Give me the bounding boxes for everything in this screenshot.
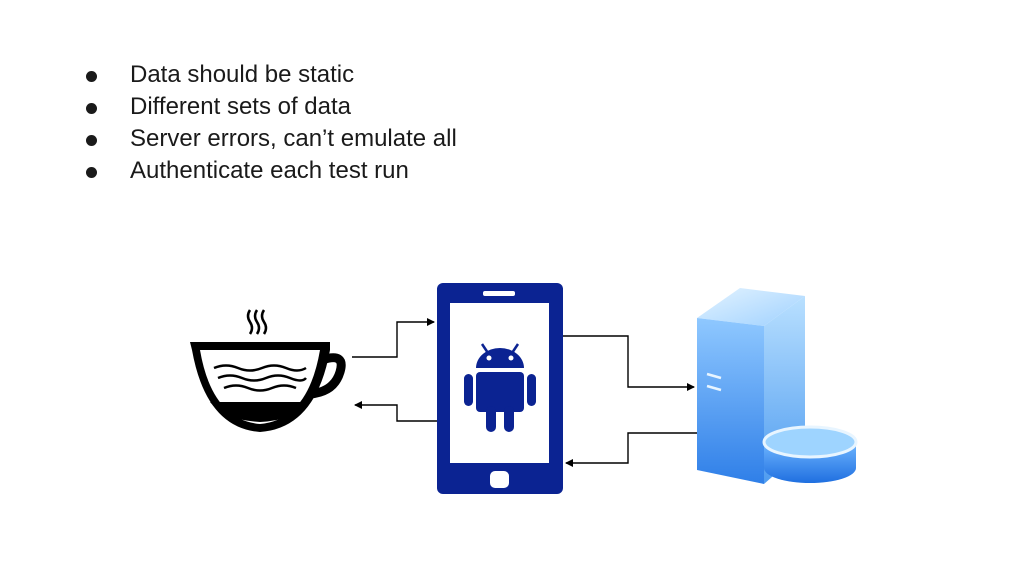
bullet-item: Different sets of data [86,91,457,123]
android-robot-icon [464,343,536,432]
bullet-list: Data should be static Different sets of … [86,59,457,187]
bullet-text: Authenticate each test run [130,157,409,184]
arrow-cup-to-phone [352,318,435,358]
bullet-item: Authenticate each test run [86,155,457,187]
bullet-dot [86,71,97,82]
bullet-dot [86,167,97,178]
bullet-text: Data should be static [130,61,355,88]
bullet-text: Different sets of data [130,93,352,120]
bullet-item: Data should be static [86,59,457,91]
arrow-server-to-phone [565,432,697,467]
android-phone-icon [437,283,563,494]
arrow-phone-to-cup [354,401,437,422]
bullet-dot [86,135,97,146]
server-database-icon [697,288,858,484]
bullet-item: Server errors, can’t emulate all [86,123,457,155]
arrow-phone-to-server [563,335,695,391]
bullet-dot [86,103,97,114]
coffee-cup-icon [190,309,346,432]
bullet-text: Server errors, can’t emulate all [130,125,457,152]
